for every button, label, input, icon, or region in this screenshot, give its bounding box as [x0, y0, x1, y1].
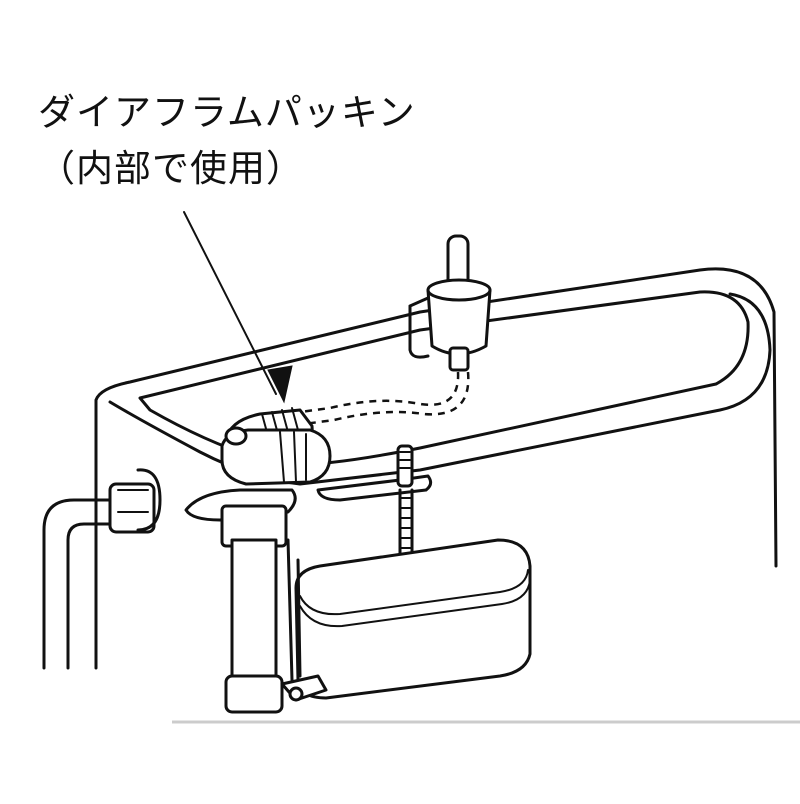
- refill-tube: [299, 371, 460, 414]
- callout-sublabel: （内部で使用）: [38, 147, 304, 190]
- ballcock-valve: [220, 407, 332, 486]
- valve-stem: [184, 488, 328, 714]
- callout-label: ダイアフラムパッキン: [38, 91, 416, 134]
- supply-pipe: [42, 468, 162, 670]
- pointer-arrow: [183, 211, 293, 404]
- float-arm: [316, 444, 433, 566]
- overflow-pipe: [408, 234, 492, 372]
- float-box: [294, 538, 532, 700]
